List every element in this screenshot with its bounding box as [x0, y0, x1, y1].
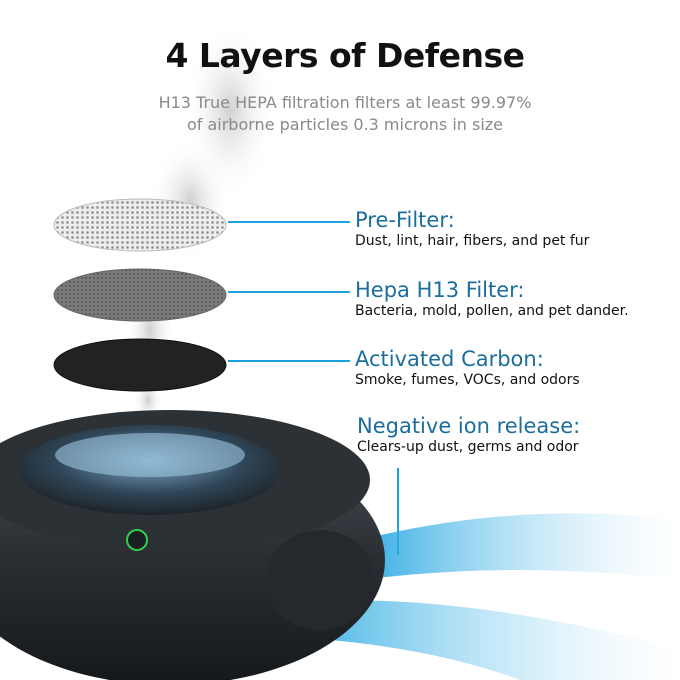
subtitle-line-1: H13 True HEPA filtration filters at leas… [158, 93, 532, 112]
airflow [330, 513, 680, 680]
subtitle-line-2: of airborne particles 0.3 microns in siz… [186, 115, 504, 134]
layer-desc: Dust, lint, hair, fibers, and pet fur [355, 233, 590, 249]
layer-title: Activated Carbon: [355, 347, 544, 371]
layer-negative-ion: Negative ion release: Clears-up dust, ge… [357, 414, 580, 456]
layer-desc: Bacteria, mold, pollen, and pet dander. [355, 303, 629, 319]
layer-desc: Clears-up dust, germs and odor [357, 439, 579, 455]
pre-filter-disc [53, 198, 227, 252]
hepa-filter-disc [53, 268, 227, 322]
page-title: 4 Layers of Defense [165, 36, 525, 75]
power-button-icon[interactable] [126, 529, 148, 551]
carbon-filter-disc [53, 338, 227, 392]
layer-hepa-filter: Hepa H13 Filter: Bacteria, mold, pollen,… [355, 278, 629, 320]
layer-desc: Smoke, fumes, VOCs, and odors [355, 372, 580, 388]
layer-title: Pre-Filter: [355, 208, 455, 232]
layer-pre-filter: Pre-Filter: Dust, lint, hair, fibers, an… [355, 208, 589, 250]
layer-title: Hepa H13 Filter: [355, 278, 525, 302]
layer-activated-carbon: Activated Carbon: Smoke, fumes, VOCs, an… [355, 347, 580, 389]
air-purifier-device [0, 410, 385, 680]
layer-title: Negative ion release: [357, 414, 581, 438]
subtitle: H13 True HEPA filtration filters at leas… [0, 92, 680, 136]
